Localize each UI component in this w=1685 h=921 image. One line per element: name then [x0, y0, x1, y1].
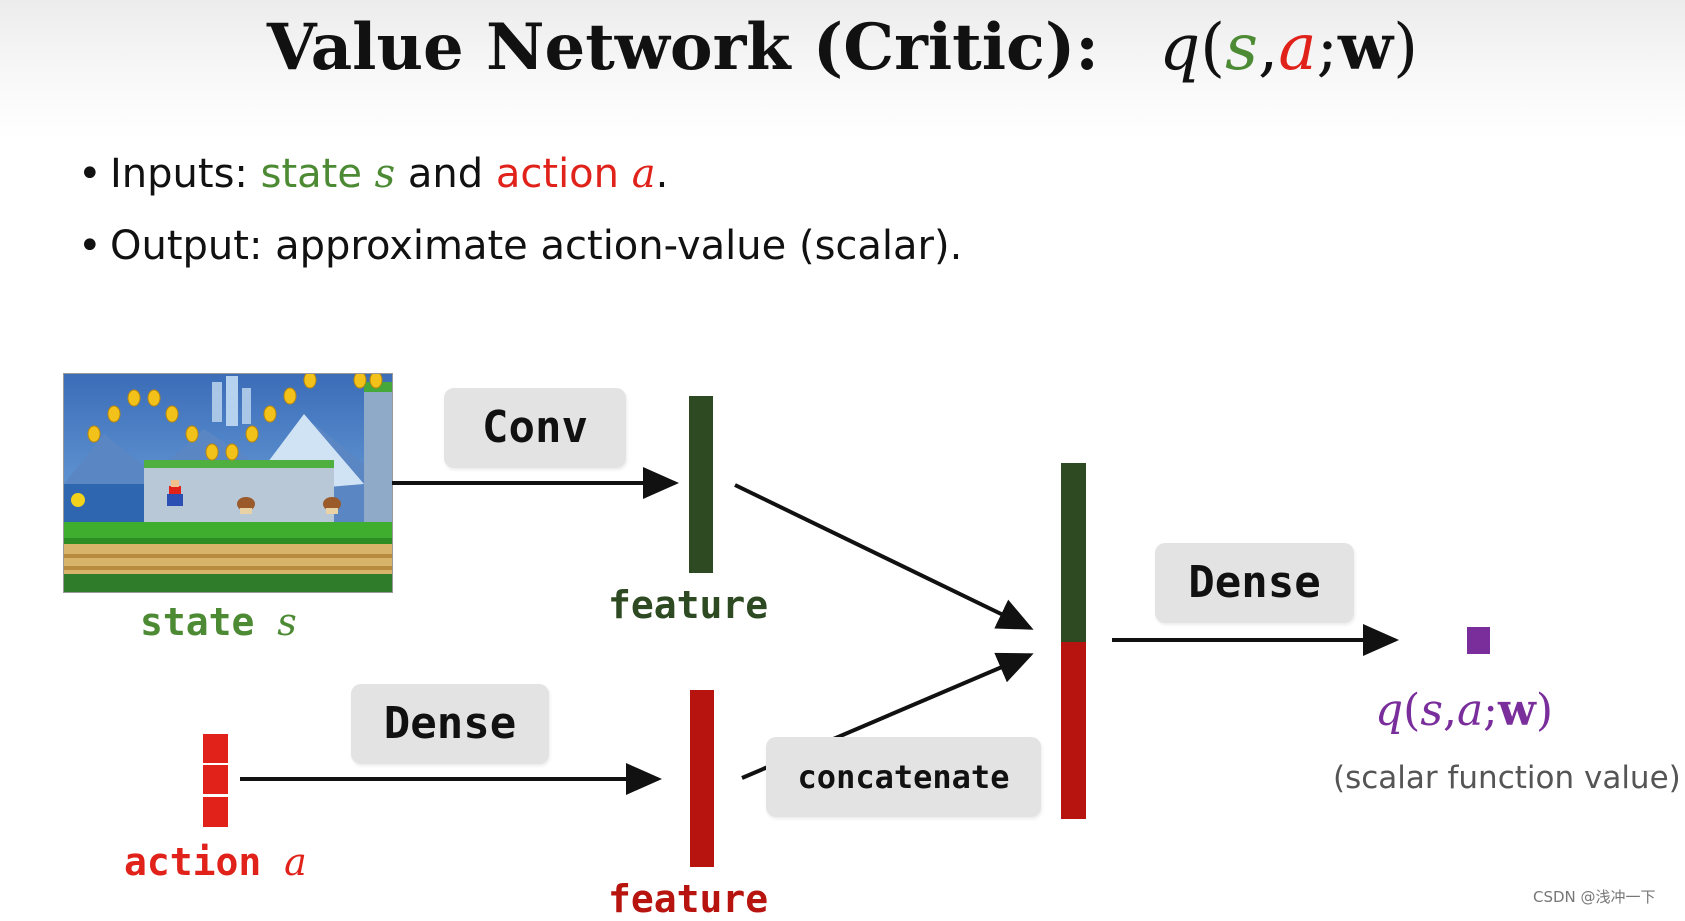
- conv-box-label: Conv: [482, 402, 588, 453]
- dense-box-output: Dense: [1155, 543, 1354, 623]
- output-s: s: [1420, 685, 1443, 736]
- arrow-feature-to-concat-top: [734, 483, 1034, 630]
- output-comma: ,: [1442, 685, 1457, 736]
- output-w: w: [1498, 685, 1536, 736]
- formula-w: w: [1338, 10, 1394, 85]
- concatenate-box: concatenate: [766, 737, 1041, 817]
- concatenated-vector-top: [1061, 463, 1086, 642]
- dense-box-action: Dense: [351, 684, 549, 764]
- output-caption: (scalar function value): [1333, 760, 1681, 796]
- output-open-paren: (: [1403, 685, 1421, 736]
- dense-box-output-label: Dense: [1188, 557, 1321, 608]
- mario-game-screenshot-icon: [63, 373, 393, 593]
- feature-label-bottom-text: feature: [608, 877, 769, 921]
- title-text: Value Network (Critic):: [266, 10, 1099, 85]
- state-label-var: s: [277, 600, 297, 644]
- bullet-state-word: state: [260, 151, 375, 197]
- concatenate-box-label: concatenate: [797, 758, 1010, 796]
- action-label-var: a: [284, 840, 307, 884]
- bullet-inputs-suffix: .: [655, 151, 669, 197]
- action-vector-cell: [203, 765, 228, 794]
- bullet-list: •Inputs: state s and action a. •Output: …: [78, 145, 962, 289]
- state-label: state s: [140, 600, 297, 644]
- formula-open-paren: (: [1200, 11, 1226, 85]
- output-a: a: [1456, 685, 1484, 736]
- title-formula: q(s,a;w): [1159, 10, 1419, 85]
- bullet-action-var: a: [631, 151, 656, 197]
- action-label-word: action: [124, 840, 262, 884]
- formula-s: s: [1225, 11, 1258, 85]
- output-formula: q(s,a;w): [1375, 685, 1553, 736]
- bullet-output: •Output: approximate action-value (scala…: [78, 217, 962, 289]
- formula-q: q: [1159, 11, 1201, 85]
- formula-comma: ,: [1257, 11, 1279, 85]
- output-scalar: [1467, 627, 1490, 654]
- bullet-action-word: action: [495, 151, 632, 197]
- feature-label-top: feature: [608, 583, 768, 627]
- dense-box-action-label: Dense: [383, 698, 517, 749]
- bullet-inputs: •Inputs: state s and action a.: [78, 145, 962, 217]
- bullet-inputs-prefix: Inputs:: [110, 151, 261, 197]
- concatenated-vector-bottom: [1061, 642, 1086, 819]
- output-semicolon: ;: [1483, 685, 1498, 736]
- output-q: q: [1375, 685, 1404, 736]
- feature-label-top-text: feature: [608, 583, 769, 627]
- bullet-dot-icon: •: [78, 151, 102, 197]
- state-label-word: state: [140, 600, 255, 644]
- action-label: action a: [124, 840, 307, 884]
- bullet-and-word: and: [395, 151, 496, 197]
- bullet-state-var: s: [374, 151, 396, 197]
- page-title: Value Network (Critic): q(s,a;w): [0, 0, 1685, 110]
- feature-vector-state: [689, 396, 713, 573]
- conv-box: Conv: [444, 388, 626, 468]
- formula-semicolon: ;: [1316, 11, 1339, 85]
- formula-close-paren: ): [1393, 11, 1419, 85]
- action-vector-cell: [203, 797, 228, 827]
- output-close-paren: ): [1535, 685, 1554, 736]
- feature-vector-action: [690, 690, 714, 867]
- watermark: CSDN @浅冲一下: [1533, 888, 1656, 906]
- feature-label-bottom: feature: [608, 877, 768, 921]
- bullet-output-text: Output: approximate action-value (scalar…: [110, 223, 963, 269]
- formula-a: a: [1278, 11, 1317, 85]
- action-vector-cell: [203, 734, 228, 763]
- bullet-dot-icon: •: [78, 223, 102, 269]
